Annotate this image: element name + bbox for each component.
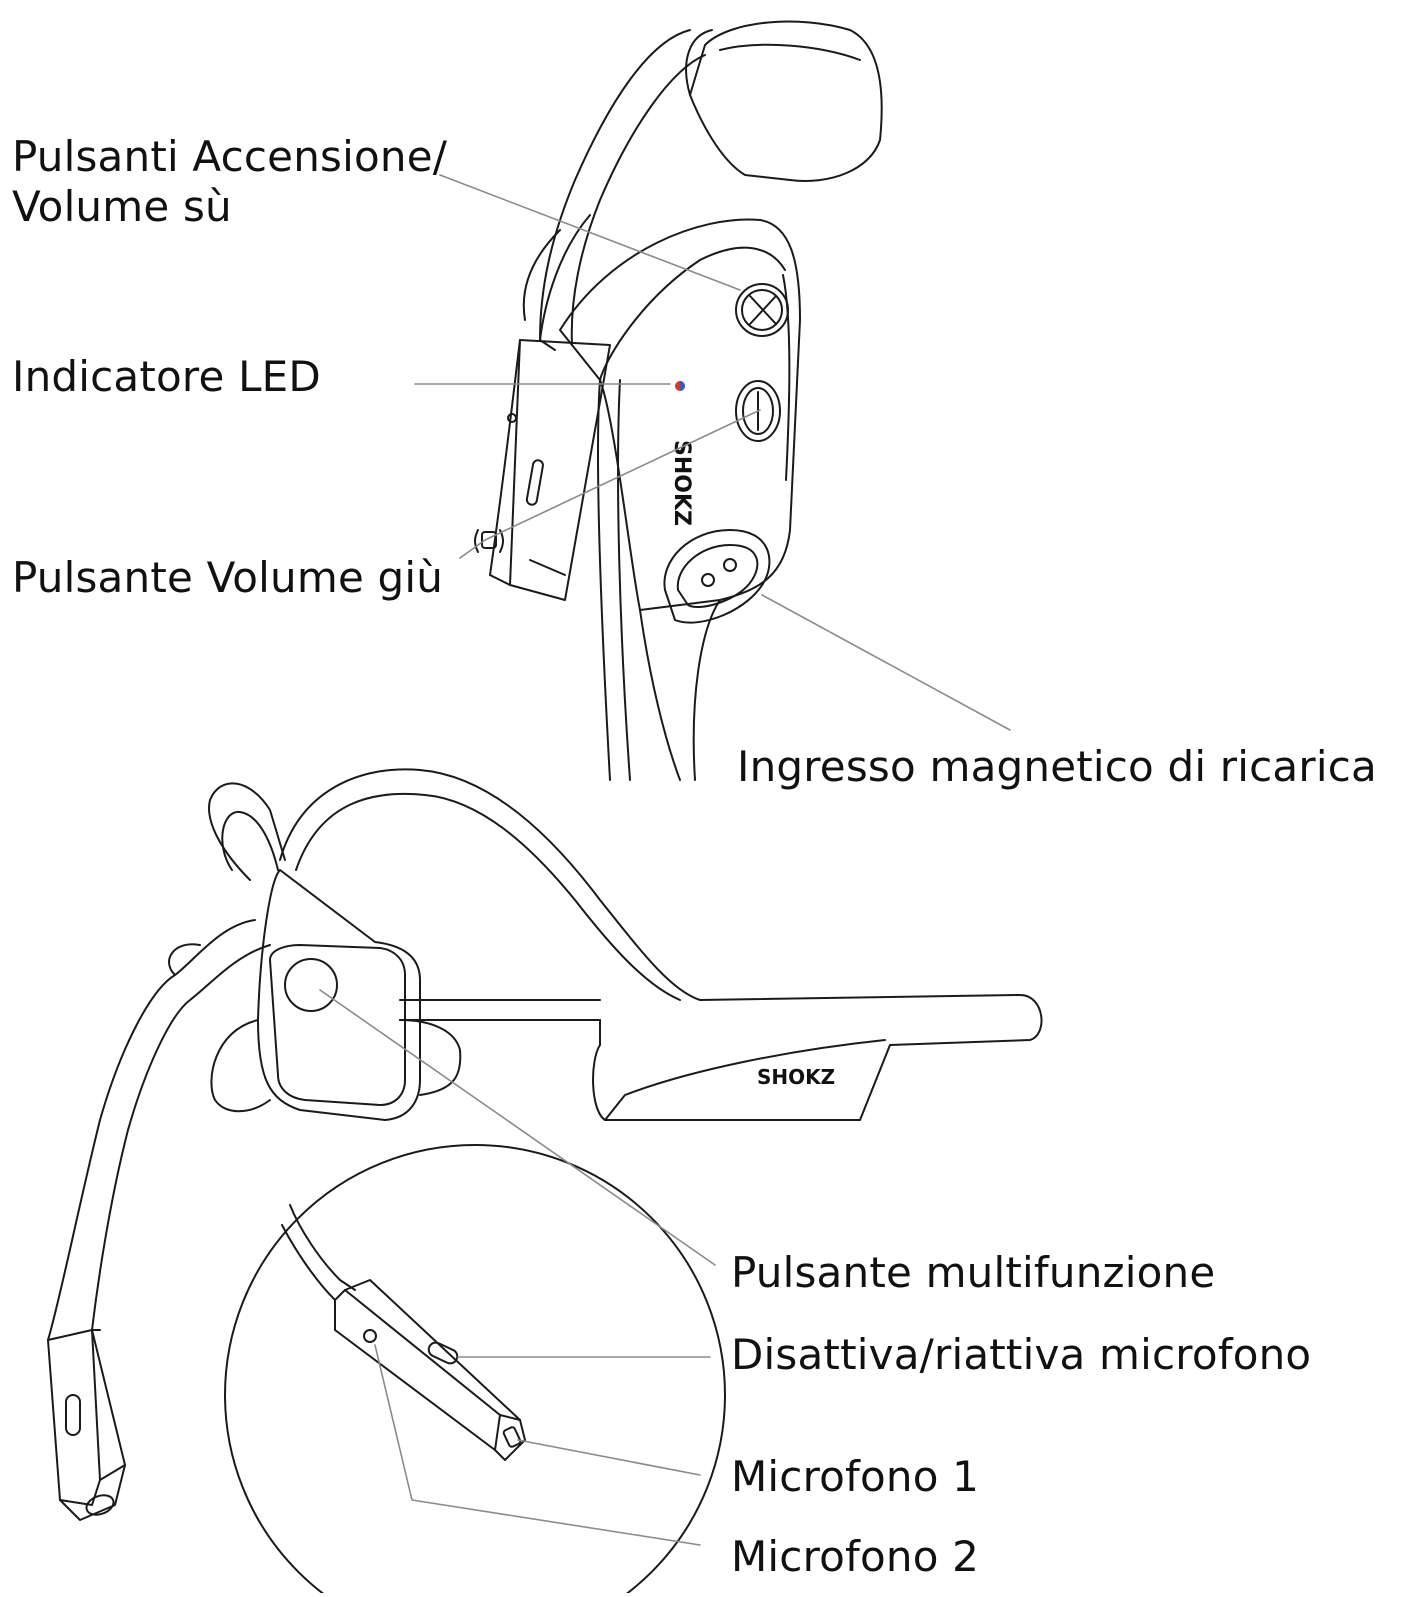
mic-boom-upper [48, 920, 255, 1340]
label-led-indicator: Indicatore LED [12, 352, 321, 402]
brand-logo-bottom: SHOKZ [757, 1065, 835, 1089]
label-charging-port: Ingresso magnetico di ricarica [737, 742, 1377, 792]
boom-stub [510, 340, 610, 600]
speaker-housing [560, 220, 800, 610]
label-volume-down: Pulsante Volume giù [12, 553, 443, 603]
label-mute-toggle: Disattiva/riattiva microfono [731, 1330, 1311, 1380]
earpiece-body [258, 870, 420, 1120]
magnified-mic-boom [282, 1205, 525, 1460]
brand-logo-top: SHOKZ [669, 440, 694, 526]
plus-icon [736, 284, 788, 336]
neckband-lower-panel [605, 1040, 885, 1120]
boom-mute-slot [66, 1395, 80, 1435]
label-multifunction-button: Pulsante multifunzione [731, 1248, 1215, 1298]
ear-loop [209, 783, 285, 880]
stub-mute-slot [526, 459, 544, 505]
multifunction-button [285, 959, 337, 1011]
magnifier-circle [225, 1145, 725, 1593]
neckband-outline [280, 769, 1041, 1120]
ear-hook-band [540, 30, 690, 350]
label-microphone-2: Microfono 2 [731, 1532, 979, 1582]
leader-lines-top [415, 175, 1010, 730]
leader-lines-bottom [320, 990, 715, 1545]
led-dot-icon [675, 381, 685, 391]
band-line-left [598, 380, 610, 780]
stub-mic-hole [508, 414, 516, 422]
earpiece-top-view: SHOKZ [475, 22, 882, 780]
magnetic-port-icon [664, 530, 769, 623]
label-power-volume-up: Pulsanti Accensione/ Volume sù [12, 132, 447, 232]
label-microphone-1: Microfono 1 [731, 1452, 979, 1502]
